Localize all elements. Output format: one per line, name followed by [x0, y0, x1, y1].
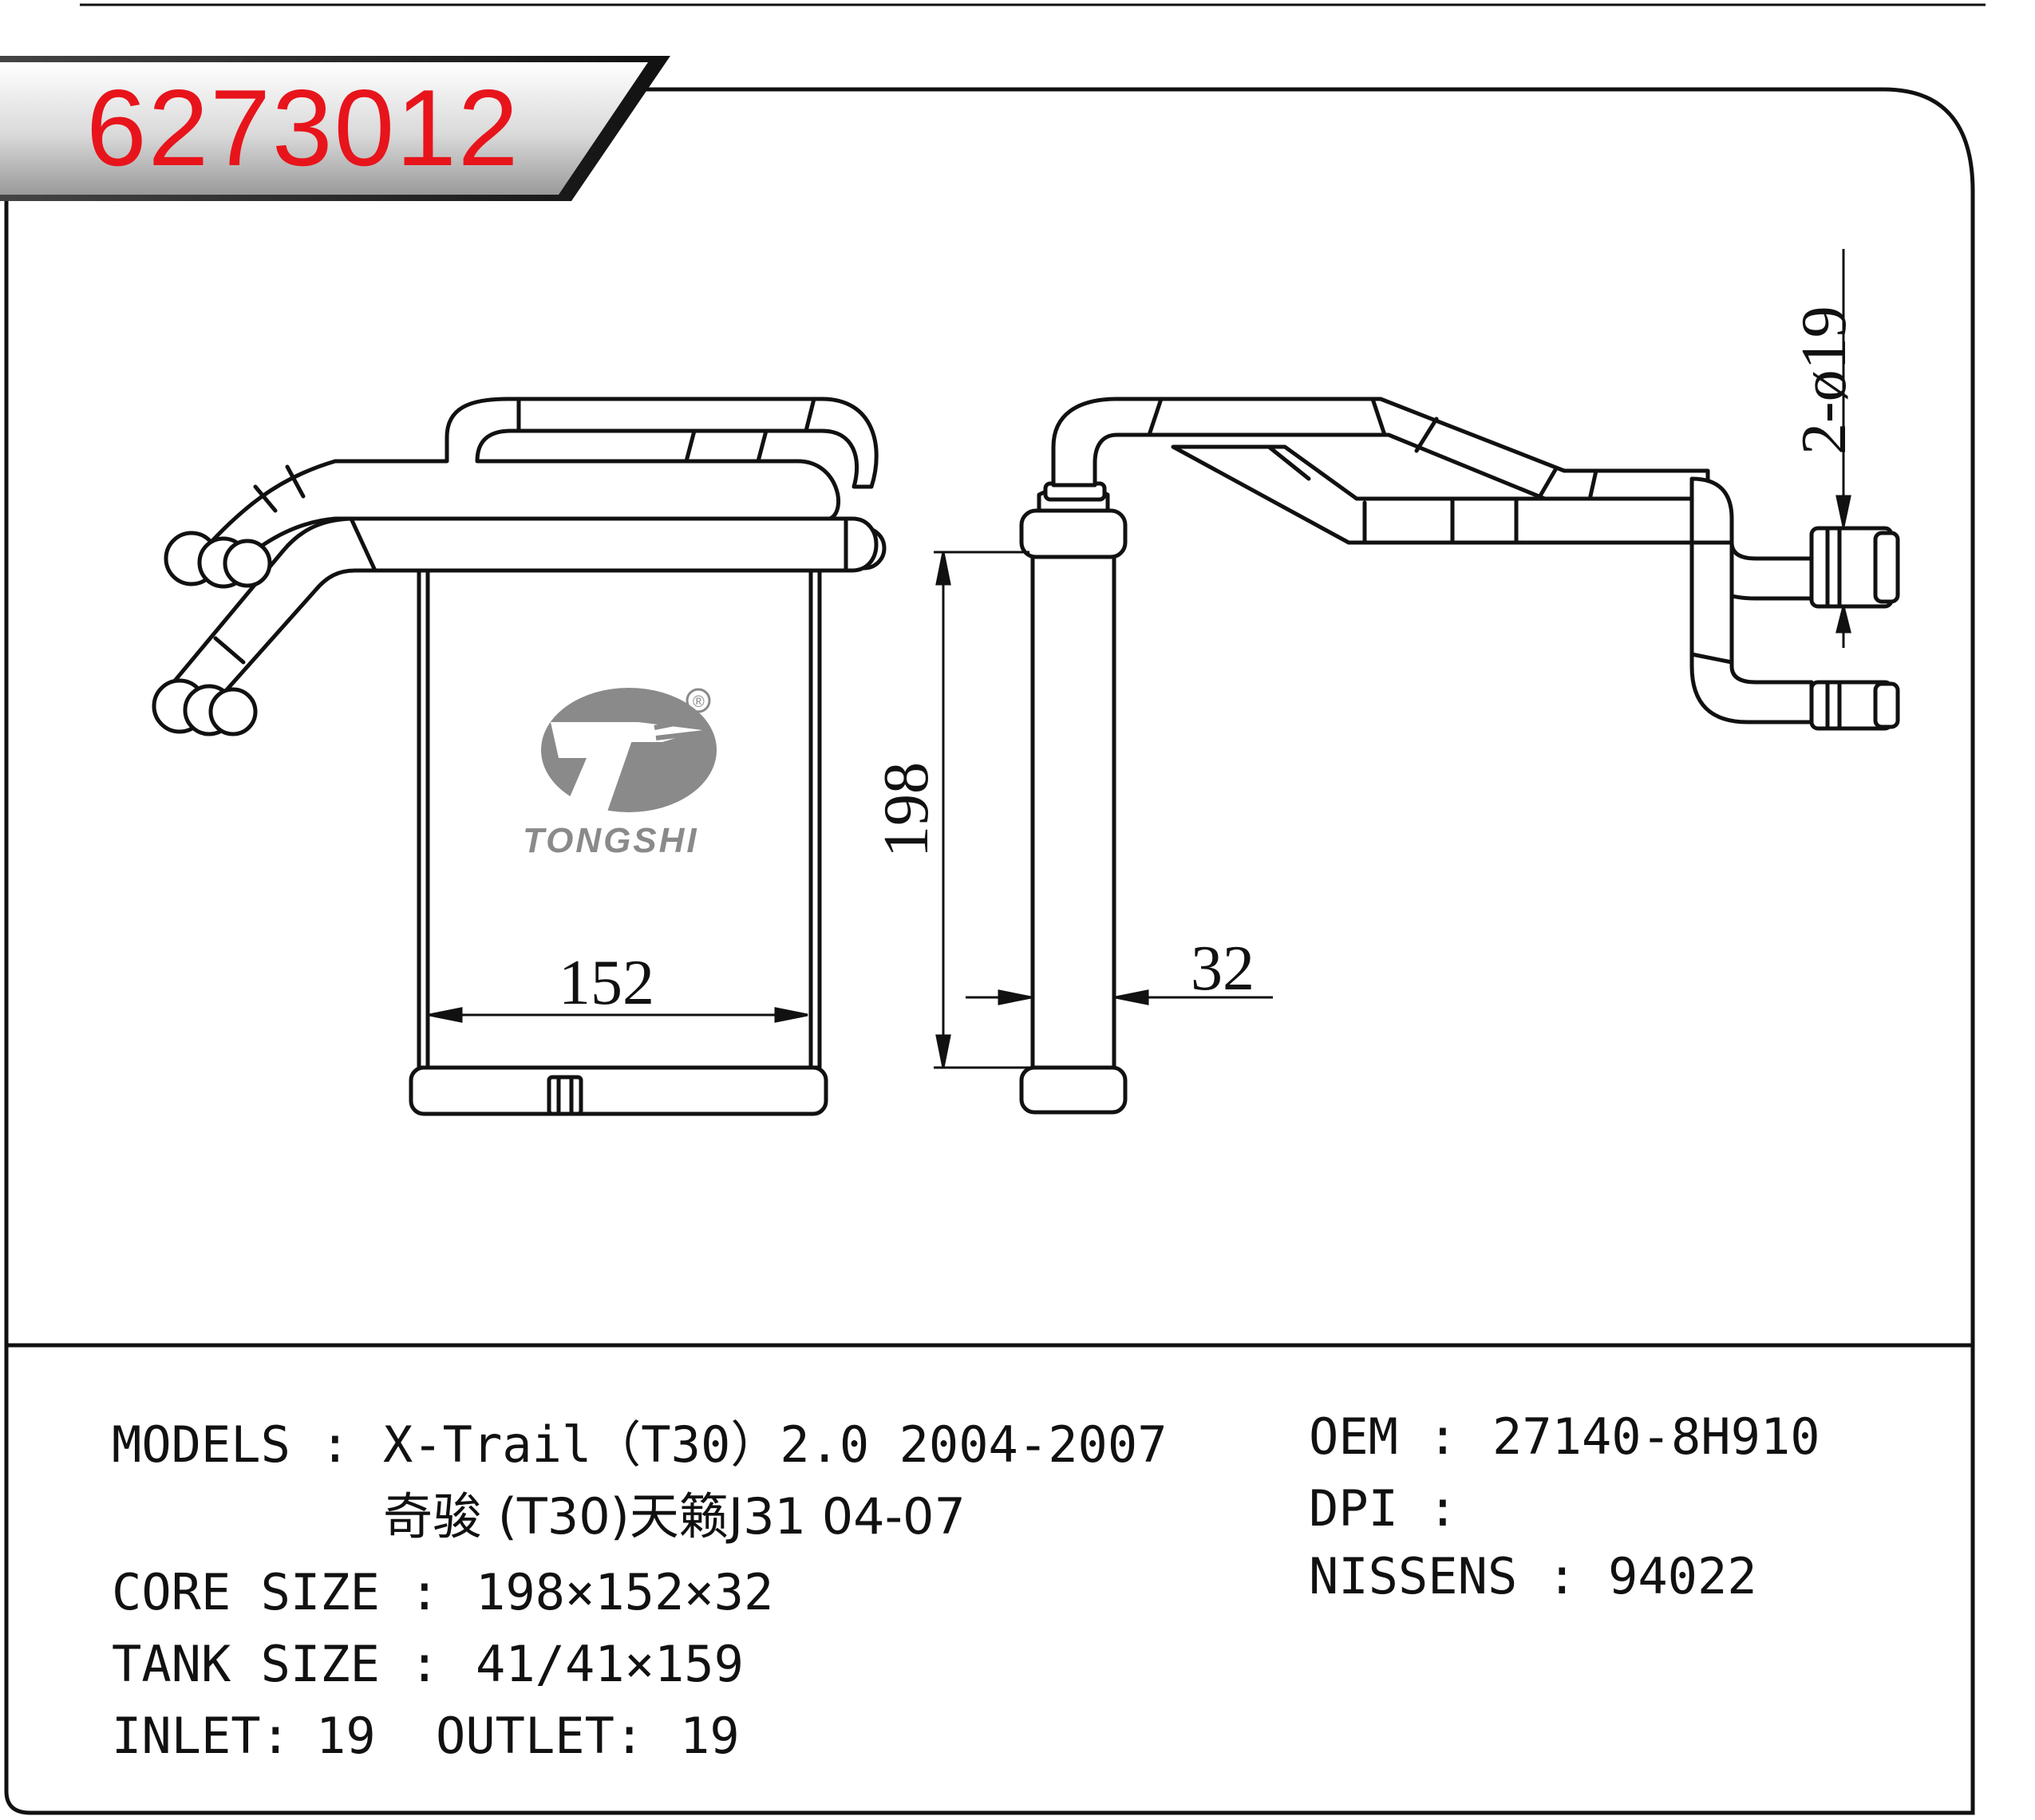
header-tab [0, 62, 648, 195]
core-size-label: CORE SIZE : [112, 1563, 469, 1621]
part-number: 6273012 [86, 67, 520, 188]
depth-dimension [966, 989, 1273, 1005]
inlet-value: 19 [316, 1707, 376, 1765]
bottom-tank [409, 1065, 828, 1116]
models-value-cn: 奇骏 (T30)天籁J31 04-07 [383, 1487, 966, 1546]
depth-label: 32 [1191, 934, 1255, 1004]
width-dimension [429, 1007, 808, 1023]
registered-mark-circle [686, 688, 711, 713]
dpi-label: DPI : [1309, 1479, 1488, 1538]
models-label: MODELS : [112, 1415, 380, 1474]
nissens-label: NISSENS : [1309, 1547, 1607, 1605]
nissens-value: 94022 [1608, 1547, 1757, 1605]
brand-name: TONGSHI [523, 821, 699, 860]
inlet-label: INLET: [112, 1707, 321, 1765]
pipe-dimension [1835, 249, 1851, 648]
frame-border [4, 56, 1975, 1815]
front-view [152, 397, 887, 1116]
side-core [1030, 550, 1116, 1070]
width-label: 152 [559, 948, 654, 1018]
oem-value: 27140-8H910 [1492, 1407, 1820, 1466]
core-size-value: 198×152×32 [476, 1563, 774, 1621]
tank-size-value: 41/41×159 [476, 1635, 744, 1693]
brand-logo: ® TONGSHI [523, 688, 717, 860]
registered-mark: ® [693, 693, 705, 711]
tank-size-label: TANK SIZE : [112, 1635, 469, 1693]
lower-pipe [161, 516, 879, 724]
pipe-label: 2-ø19 [1789, 306, 1859, 455]
height-label: 198 [871, 762, 942, 858]
models-value: X-Trail（T30）2.0 2004-2007 [383, 1415, 1168, 1474]
side-view [1019, 397, 1900, 1115]
height-dimension [934, 551, 1029, 1069]
outlet-value: 19 [680, 1707, 740, 1765]
outlet-label: OUTLET: [436, 1707, 674, 1765]
oem-label: OEM : [1309, 1407, 1488, 1466]
